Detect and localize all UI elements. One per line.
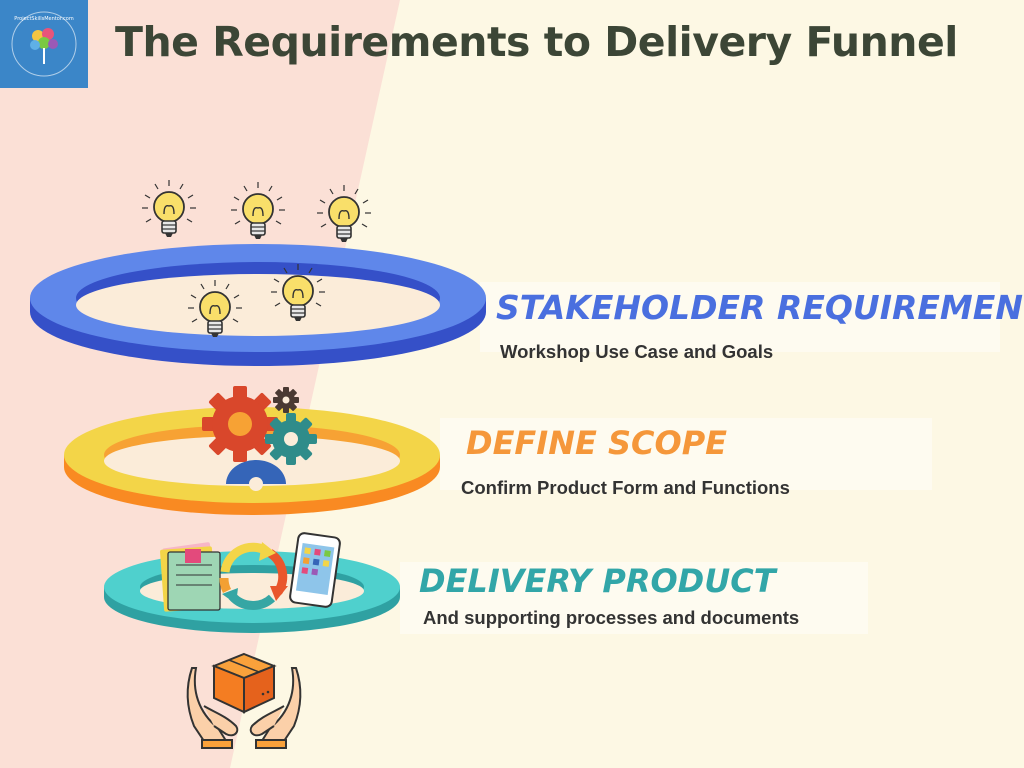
cycle-arrows-icon — [219, 542, 288, 610]
lightbulb-icon — [316, 184, 372, 243]
svg-text:ProjectSkillsMentor.com: ProjectSkillsMentor.com — [14, 16, 74, 22]
gear-icon — [202, 386, 317, 491]
ring-scope — [64, 407, 440, 515]
ring-stakeholder — [30, 244, 486, 366]
phone-icon — [289, 532, 341, 608]
stage-band-3 — [400, 562, 868, 634]
lightbulb-icon — [230, 181, 286, 240]
lightbulb-icon — [141, 179, 197, 238]
documents-icon — [160, 542, 221, 612]
stage-title-delivery: DELIVERY PRODUCT — [419, 562, 776, 600]
stage-subtitle-stakeholder: Workshop Use Case and Goals — [500, 341, 774, 362]
stage-band-1 — [480, 282, 1000, 352]
logo: ProjectSkillsMentor.com — [0, 0, 88, 88]
stage-title-stakeholder: STAKEHOLDER REQUIREMENTS — [496, 288, 1024, 327]
hands-box-icon — [186, 652, 302, 749]
stage-subtitle-scope: Confirm Product Form and Functions — [461, 477, 790, 498]
page-title: The Requirements to Delivery Funnel — [115, 18, 958, 66]
stage-band-2 — [440, 418, 932, 490]
stage-title-scope: DEFINE SCOPE — [466, 424, 728, 462]
logo-icon: ProjectSkillsMentor.com — [11, 11, 77, 77]
stage-subtitle-delivery: And supporting processes and documents — [423, 607, 800, 628]
ring-delivery — [104, 551, 400, 633]
